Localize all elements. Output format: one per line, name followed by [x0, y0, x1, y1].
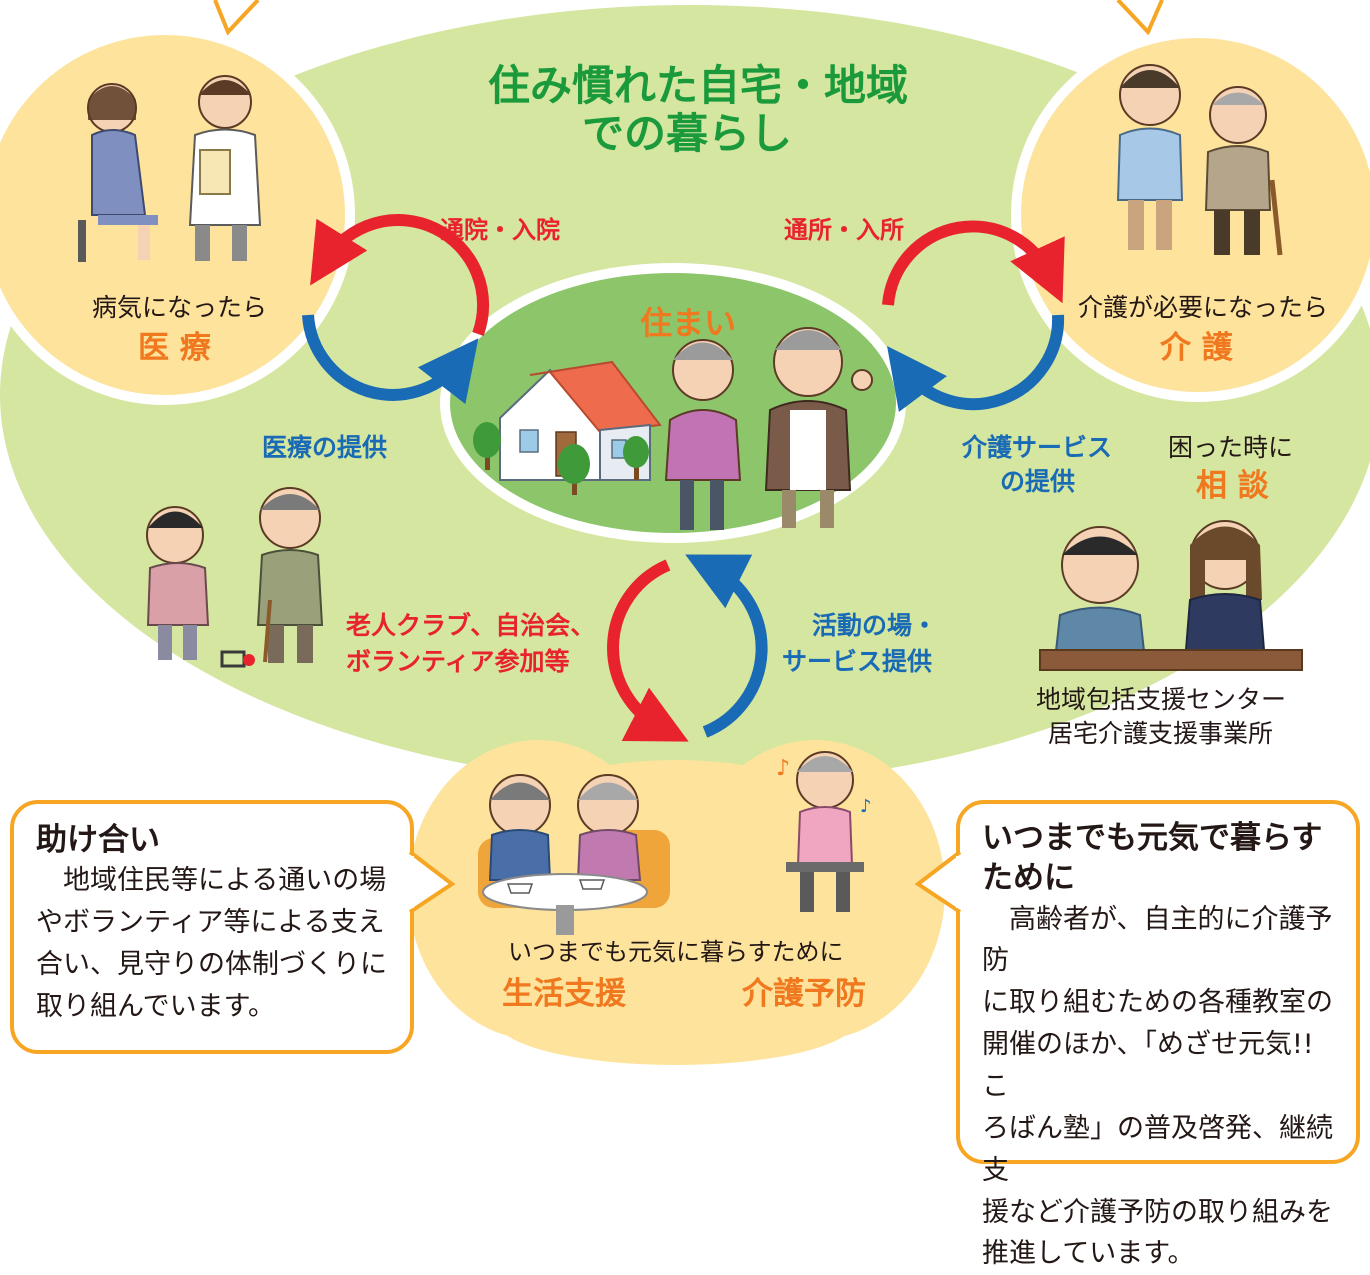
- care-line2: 介 護: [1160, 330, 1233, 366]
- music-note-icon: ♪: [776, 756, 790, 781]
- callout-mutual-aid: 助け合い 地域住民等による通いの場 やボランティア等による支え 合い、見守りの体…: [10, 800, 414, 1054]
- music-note-icon: ♪: [860, 796, 872, 817]
- community-left-1: 老人クラブ、自治会、: [346, 611, 596, 640]
- callout-mutual-aid-pointer: [408, 850, 456, 914]
- consult-line1: 困った時に: [1168, 433, 1294, 462]
- support-right-label: 介護予防: [742, 976, 866, 1012]
- callout-mutual-aid-title: 助け合い: [36, 822, 160, 858]
- callout-mutual-aid-body: 地域住民等による通いの場 やボランティア等による支え 合い、見守りの体制づくりに…: [36, 865, 387, 1022]
- diagram-title-line1: 住み慣れた自宅・地域: [488, 61, 909, 110]
- callout-stay-healthy-pointer: [914, 850, 962, 914]
- medical-line1: 病気になったら: [92, 293, 268, 322]
- arrow-to-care: [882, 220, 1065, 306]
- arrow-from-support: [685, 554, 768, 738]
- care-bubble: [1011, 28, 1370, 402]
- consultation-icon: [1039, 520, 1303, 671]
- home-label: 住まい: [640, 304, 737, 342]
- diagram-title-line2: での暮らし: [582, 109, 793, 158]
- care-arrow-bottom-label-1: 介護サービス: [962, 433, 1113, 462]
- arrow-to-support: [607, 559, 689, 742]
- top-pointer-left: [213, 0, 260, 36]
- exercise-icon: [786, 751, 864, 912]
- elderly-couple-icon: [664, 327, 873, 530]
- tea-table-icon: [478, 774, 670, 935]
- top-pointer-right: [1116, 0, 1164, 36]
- caregiver-icon: [1116, 64, 1283, 256]
- callout-stay-healthy: いつまでも元気で暮らす ために 高齢者が、自主的に介護予防 に取り組むための各種…: [956, 800, 1360, 1269]
- care-arrow-bottom-label-2: の提供: [1000, 467, 1076, 496]
- community-left-2: ボランティア参加等: [346, 647, 570, 676]
- arrow-from-care: [887, 314, 1065, 412]
- arrow-to-medical: [310, 214, 490, 337]
- gateball-icon: [146, 487, 324, 668]
- tree-icon: [473, 422, 649, 495]
- medical-arrow-top-label: 通院・入院: [440, 216, 560, 244]
- consult-center-2: 居宅介護支援事業所: [1048, 719, 1274, 748]
- community-right-1: 活動の場・: [812, 611, 938, 640]
- consult-center-1: 地域包括支援センター: [1036, 685, 1287, 714]
- medical-line2: 医 療: [138, 330, 211, 366]
- community-right-2: サービス提供: [782, 647, 933, 676]
- care-arrow-top-label: 通所・入所: [784, 216, 904, 244]
- callout-stay-healthy-title-2: ために: [982, 860, 1075, 897]
- consult-line2: 相 談: [1196, 468, 1269, 504]
- care-line1: 介護が必要になったら: [1078, 293, 1329, 322]
- arrow-from-medical: [302, 314, 479, 405]
- support-caption: いつまでも元気に暮らすために: [508, 938, 844, 966]
- medical-arrow-bottom-label: 医療の提供: [262, 433, 388, 462]
- callout-stay-healthy-body: 高齢者が、自主的に介護予防 に取り組むための各種教室の 開催のほか、「めざせ元気…: [982, 903, 1333, 1270]
- doctor-patient-icon: [78, 75, 262, 262]
- support-left-label: 生活支援: [502, 976, 626, 1012]
- callout-stay-healthy-title-1: いつまでも元気で暮らす: [982, 820, 1323, 856]
- community-care-diagram: ♪ ♪: [0, 0, 1370, 1065]
- medical-bubble: [0, 25, 355, 405]
